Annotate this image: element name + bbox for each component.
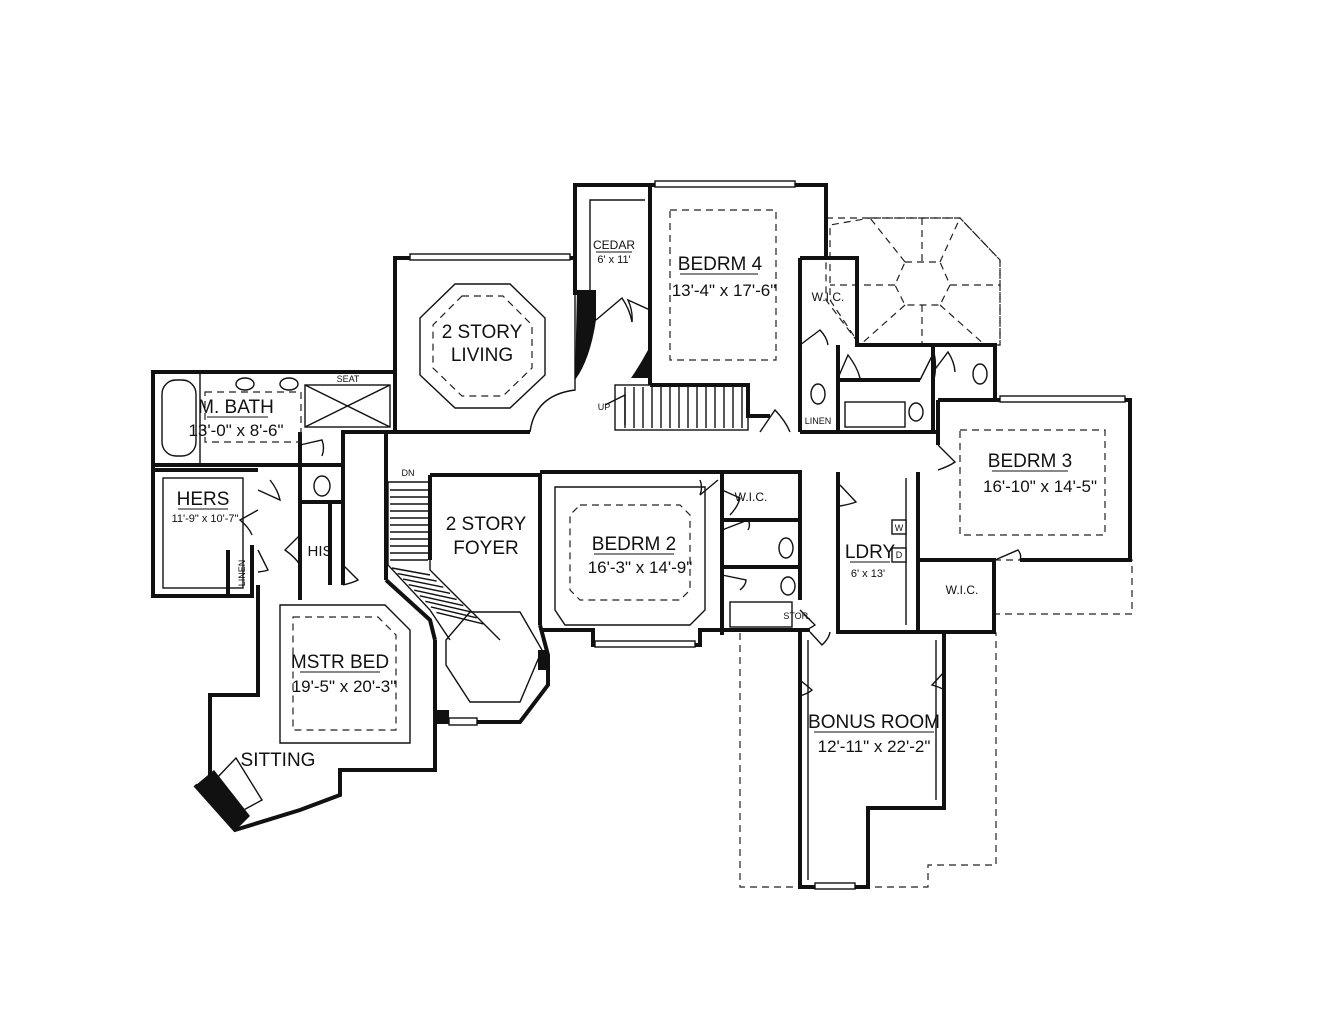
stair-tread bbox=[402, 578, 444, 588]
stair-tread bbox=[397, 572, 437, 582]
dryer-label: D bbox=[896, 550, 903, 560]
door-swing bbox=[799, 329, 829, 346]
door-swing bbox=[721, 489, 741, 516]
living-label-line1: 2 STORY bbox=[442, 322, 523, 343]
door-swing bbox=[595, 296, 633, 323]
door-swing bbox=[809, 631, 831, 646]
door-swing bbox=[994, 549, 1022, 561]
stairs bbox=[387, 384, 749, 641]
wic-bedrm4-label: W.I.C. bbox=[812, 290, 845, 304]
stor-label: STOR. bbox=[783, 611, 810, 621]
foyer-label-line2: FOYER bbox=[453, 538, 518, 559]
doors bbox=[238, 296, 1022, 697]
mstr-dims: 19'-5" x 20'-3" bbox=[292, 677, 397, 696]
mbath-label: M. BATH bbox=[198, 397, 274, 418]
door-swing bbox=[930, 671, 945, 691]
door-swing bbox=[626, 298, 651, 323]
mstr-label: MSTR BED bbox=[291, 652, 389, 673]
foyer-label-line1: 2 STORY bbox=[446, 514, 527, 535]
mbath-dims: 13'-0" x 8'-6" bbox=[188, 421, 283, 440]
hers-dims: 11'-9" x 10'-7" bbox=[172, 513, 239, 525]
ldry-dims: 6' x 13' bbox=[851, 568, 885, 580]
door-swing bbox=[721, 519, 751, 531]
stair-tread bbox=[419, 595, 464, 607]
door-swing bbox=[721, 574, 747, 591]
bedrm2-dims: 16'-3" x 14'-9" bbox=[588, 558, 693, 577]
cedar-label: CEDAR bbox=[593, 238, 635, 252]
wic-bedrm2-label: W.I.C. bbox=[735, 490, 768, 504]
door-swing bbox=[257, 549, 269, 573]
door-swing bbox=[699, 479, 719, 496]
bedrm3-dims: 16'-10" x 14'-5" bbox=[983, 477, 1097, 496]
bedrm4-label: BEDRM 4 bbox=[678, 254, 763, 275]
door-swing bbox=[238, 509, 259, 536]
sitting-label: SITTING bbox=[241, 750, 316, 771]
cedar-dims: 6' x 11' bbox=[597, 254, 630, 266]
washer-label: W bbox=[895, 523, 904, 533]
door-swing bbox=[799, 679, 814, 697]
door-swing bbox=[299, 439, 325, 457]
up-label: UP bbox=[598, 402, 611, 412]
dn-label: DN bbox=[402, 468, 415, 478]
door-swing bbox=[283, 534, 301, 566]
stair-tread bbox=[391, 567, 431, 576]
hers-label: HERS bbox=[177, 489, 230, 510]
walls bbox=[151, 183, 1132, 889]
ldry-label: LDRY bbox=[845, 542, 896, 563]
bonus-label: BONUS ROOM bbox=[808, 712, 940, 733]
stair-tread bbox=[408, 583, 451, 595]
room-labels: CEDAR 6' x 11' BEDRM 4 13'-4" x 17'-6" W… bbox=[172, 238, 1097, 771]
door-swing bbox=[937, 444, 957, 471]
his-label: HIS bbox=[307, 543, 332, 560]
door-swing bbox=[839, 484, 858, 507]
interior-details bbox=[161, 180, 1126, 890]
door-swing bbox=[919, 349, 937, 381]
door-swing bbox=[932, 350, 956, 373]
seat-label: SEAT bbox=[337, 374, 360, 384]
door-swing bbox=[342, 564, 360, 586]
living-label-line2: LIVING bbox=[451, 345, 513, 366]
bedrm2-label: BEDRM 2 bbox=[592, 534, 676, 555]
bedrm3-label: BEDRM 3 bbox=[988, 451, 1072, 472]
linen-label-2: LINEN bbox=[237, 560, 247, 587]
door-swing bbox=[799, 609, 817, 633]
wic-bedrm3-label: W.I.C. bbox=[946, 583, 979, 597]
bedrm4-dims: 13'-4" x 17'-6" bbox=[672, 281, 777, 300]
door-swing bbox=[837, 353, 861, 379]
linen-label-1: LINEN bbox=[805, 416, 832, 426]
stair-tread bbox=[425, 600, 471, 613]
stair-tread bbox=[430, 606, 477, 619]
stair-tread bbox=[414, 589, 457, 601]
bonus-dims: 12'-11" x 22'-2" bbox=[818, 737, 931, 756]
door-swing bbox=[257, 479, 281, 502]
stair-tread bbox=[436, 611, 484, 625]
door-swing bbox=[759, 408, 791, 433]
